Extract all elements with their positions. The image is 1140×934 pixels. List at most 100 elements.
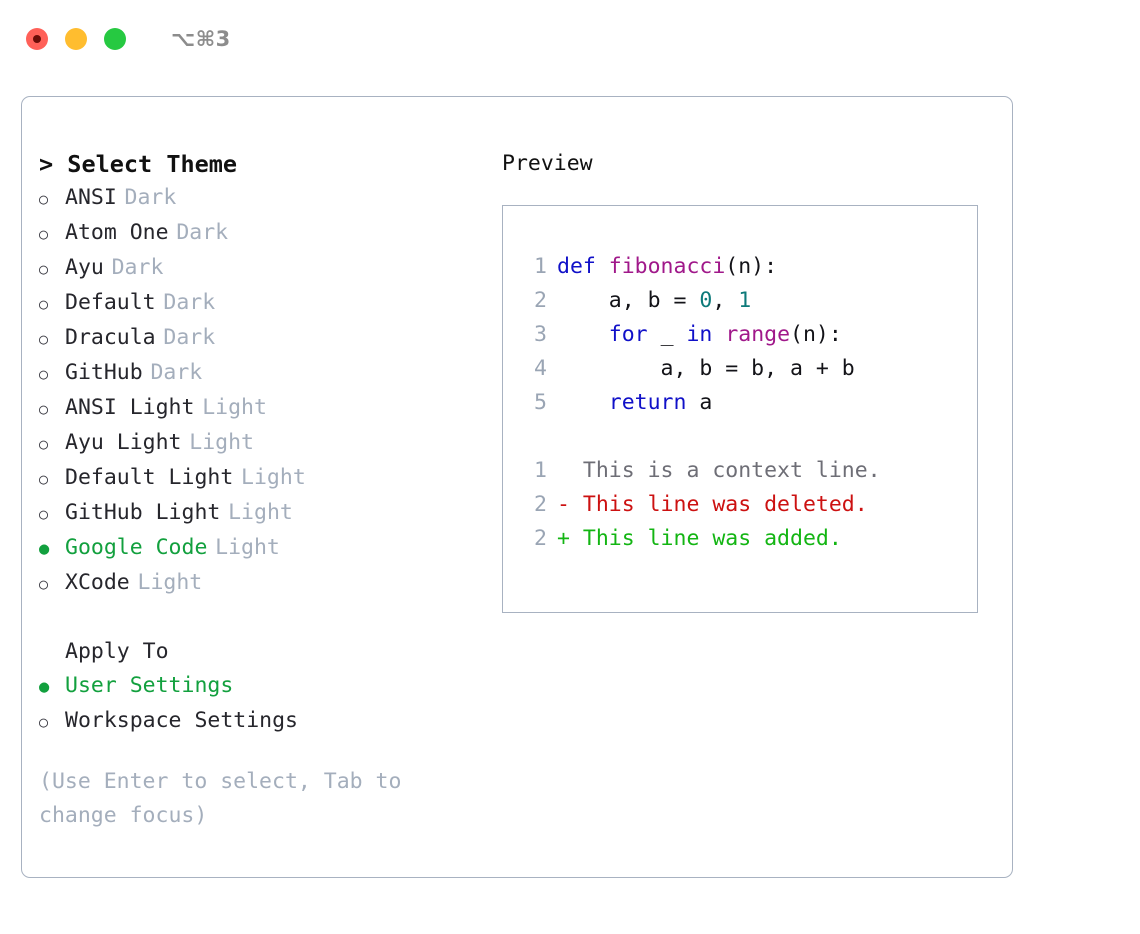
traffic-light-group [26, 28, 126, 50]
theme-option-label: GitHub [65, 360, 143, 385]
theme-option-label: ANSI Light [65, 395, 195, 420]
apply-to-option-user-settings[interactable]: ● User Settings [39, 669, 479, 704]
code-token-plain: (n): [790, 322, 842, 347]
line-number: 2 [534, 492, 547, 517]
list-spacer [39, 601, 479, 635]
apply-to-option-label: User Settings [65, 673, 234, 698]
radio-selected-icon: ● [39, 539, 50, 559]
code-token-fn: range [725, 322, 791, 347]
code-line-text: a, b = b, a + b [557, 352, 855, 386]
keyboard-hint-text: (Use Enter to select, Tab to change focu… [39, 769, 415, 828]
keyboard-shortcut-hint: ⌥⌘3 [171, 27, 231, 51]
diff-line: 1 This is a context line. [521, 454, 977, 488]
minimize-button-icon[interactable] [65, 28, 87, 50]
code-token-kw: return [608, 390, 687, 415]
theme-option-label: Dracula [65, 325, 156, 350]
code-line: 4 a, b = b, a + b [521, 352, 977, 386]
apply-to-option-label: Workspace Settings [65, 708, 298, 733]
theme-option-variant: Dark [176, 220, 229, 245]
code-line-text: return a [557, 386, 713, 420]
code-token-plain: a [686, 390, 713, 415]
code-token-num: 1 [738, 288, 752, 313]
page-title: > Select Theme [39, 150, 238, 178]
radio-unselected-icon: ○ [39, 190, 49, 208]
code-line: 3 for _ in range(n): [521, 318, 977, 352]
code-line: 1 def fibonacci(n): [521, 250, 977, 284]
theme-option-label: Atom One [65, 220, 169, 245]
theme-option-default-light[interactable]: ○ Default Light Light [39, 461, 479, 496]
theme-option-variant: Light [202, 395, 267, 420]
radio-unselected-icon: ○ [39, 295, 49, 313]
diff-line-text: + This line was added. [557, 526, 842, 551]
theme-option-label: Default [65, 290, 156, 315]
line-number: 2 [534, 526, 547, 551]
theme-option-variant: Light [137, 570, 203, 595]
radio-unselected-icon: ○ [39, 713, 49, 731]
theme-option-label: XCode [65, 570, 130, 595]
code-line: 2 a, b = 0, 1 [521, 284, 977, 318]
theme-option-label: Ayu Light [65, 430, 182, 455]
radio-selected-icon: ● [39, 677, 50, 697]
line-number: 4 [534, 356, 547, 381]
theme-option-label: Google Code [65, 535, 208, 560]
theme-option-variant: Dark [163, 325, 216, 350]
code-token-plain: a, b = b, a + b [557, 356, 855, 381]
line-number: 1 [534, 458, 547, 483]
code-token-fn: fibonacci [608, 254, 726, 279]
theme-option-variant: Dark [150, 360, 203, 385]
theme-option-ayu-light[interactable]: ○ Ayu Light Light [39, 426, 479, 461]
line-number: 1 [534, 254, 547, 279]
diff-sample: 1 This is a context line. 2 - This line wa… [521, 454, 977, 556]
theme-option-variant: Dark [111, 255, 164, 280]
maximize-button-icon[interactable] [104, 28, 126, 50]
apply-to-list: ● User Settings ○ Workspace Settings [39, 669, 479, 739]
radio-unselected-icon: ○ [39, 225, 49, 243]
theme-option-label: Default Light [65, 465, 234, 490]
code-diff-spacer [521, 420, 977, 454]
code-token-plain [712, 322, 725, 347]
diff-line: 2 + This line was added. [521, 522, 977, 556]
theme-option-variant: Light [241, 465, 306, 490]
line-number: 3 [534, 322, 547, 347]
theme-option-xcode[interactable]: ○ XCode Light [39, 566, 479, 601]
code-line-text: def fibonacci(n): [557, 250, 777, 284]
radio-unselected-icon: ○ [39, 260, 49, 278]
theme-option-label: GitHub Light [65, 500, 221, 525]
code-line: 5 return a [521, 386, 977, 420]
code-token-kw: in [686, 322, 713, 347]
code-token-plain: (n): [725, 254, 778, 279]
radio-unselected-icon: ○ [39, 575, 49, 593]
line-number: 5 [534, 390, 547, 415]
radio-unselected-icon: ○ [39, 435, 49, 453]
close-button-icon[interactable] [26, 28, 48, 50]
code-token-plain: a, b = [557, 288, 700, 313]
code-token-plain: , [712, 288, 739, 313]
code-token-kw: for [608, 322, 648, 347]
radio-unselected-icon: ○ [39, 470, 49, 488]
diff-line: 2 - This line was deleted. [521, 488, 977, 522]
theme-option-atom-one[interactable]: ○ Atom One Dark [39, 216, 479, 251]
diff-line-text: - This line was deleted. [557, 492, 868, 517]
apply-to-option-workspace-settings[interactable]: ○ Workspace Settings [39, 704, 479, 739]
code-token-plain [557, 390, 609, 415]
preview-title: Preview [502, 151, 593, 176]
diff-line-text: This is a context line. [557, 458, 881, 483]
theme-option-variant: Light [228, 500, 293, 525]
theme-option-variant: Light [189, 430, 254, 455]
title-bar: ⌥⌘3 [0, 0, 1140, 78]
code-line-text: a, b = 0, 1 [557, 284, 751, 318]
